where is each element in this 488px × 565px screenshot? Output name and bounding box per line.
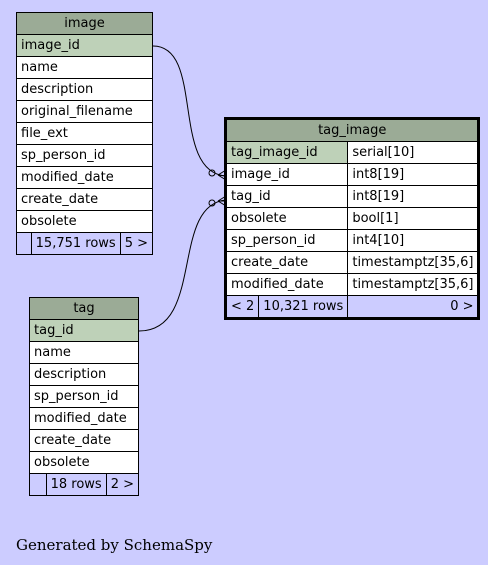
generated-by-note: Generated by SchemaSpy — [16, 536, 213, 554]
column-type: serial[10] — [347, 141, 479, 164]
column-name[interactable]: name — [29, 341, 139, 364]
column-row: create_date — [16, 188, 153, 211]
column-name[interactable]: sp_person_id — [225, 229, 349, 252]
column-name[interactable]: sp_person_id — [16, 144, 153, 167]
column-row: sp_person_id — [16, 144, 153, 167]
column-row: sp_person_id — [29, 385, 139, 408]
column-type: timestamptz[35,6] — [347, 251, 479, 274]
column-row: description — [29, 363, 139, 386]
edge-tag-to-tag-image-optional-marker — [208, 199, 216, 207]
column-name[interactable]: create_date — [225, 251, 349, 274]
column-name[interactable]: sp_person_id — [29, 385, 139, 408]
table-header-row: image — [16, 12, 153, 35]
column-row: obsolete — [16, 210, 153, 233]
column-name[interactable]: file_ext — [16, 122, 153, 145]
children-link[interactable]: 2 > — [105, 473, 140, 496]
column-row: name — [16, 56, 153, 79]
column-name[interactable]: modified_date — [225, 273, 349, 296]
column-type: timestamptz[35,6] — [347, 273, 479, 296]
column-type: int8[19] — [347, 185, 479, 208]
column-row: modified_date — [16, 166, 153, 189]
table-title[interactable]: tag — [29, 297, 139, 320]
column-name[interactable]: tag_id — [29, 319, 139, 342]
column-name[interactable]: description — [29, 363, 139, 386]
parents-link[interactable]: < 2 — [231, 299, 255, 314]
column-row: file_ext — [16, 122, 153, 145]
footer-divider — [258, 296, 260, 317]
column-row: tag_id — [29, 319, 139, 342]
column-row: original_filename — [16, 100, 153, 123]
row-count: 15,751 rows — [30, 232, 121, 255]
table-title[interactable]: image — [16, 12, 153, 35]
column-name[interactable]: obsolete — [29, 451, 139, 474]
column-name[interactable]: modified_date — [29, 407, 139, 430]
column-row: modified_date — [29, 407, 139, 430]
edge-image-to-tag-image-optional-marker — [208, 169, 216, 177]
column-name[interactable]: create_date — [16, 188, 153, 211]
column-name[interactable]: obsolete — [16, 210, 153, 233]
column-name[interactable]: original_filename — [16, 100, 153, 123]
parents-link — [29, 473, 47, 496]
footer-parents-and-rows: < 2 10,321 rows — [225, 295, 349, 318]
parents-link — [16, 232, 32, 255]
table-header-row: tag_image — [225, 119, 479, 142]
column-type: bool[1] — [347, 207, 479, 230]
column-row: name — [29, 341, 139, 364]
column-type: int8[19] — [347, 163, 479, 186]
children-link[interactable]: 0 > — [347, 295, 479, 318]
table-title[interactable]: tag_image — [225, 119, 479, 142]
column-name[interactable]: image_id — [16, 34, 153, 57]
column-row: obsolete — [29, 451, 139, 474]
column-name[interactable]: modified_date — [16, 166, 153, 189]
column-row: description — [16, 78, 153, 101]
table-header-row: tag — [29, 297, 139, 320]
column-name[interactable]: create_date — [29, 429, 139, 452]
row-count: 10,321 rows — [263, 299, 344, 314]
column-name[interactable]: name — [16, 56, 153, 79]
column-name[interactable]: tag_image_id — [225, 141, 349, 164]
column-name[interactable]: description — [16, 78, 153, 101]
column-name[interactable]: tag_id — [225, 185, 349, 208]
column-row: create_date — [29, 429, 139, 452]
children-link[interactable]: 5 > — [119, 232, 154, 255]
column-type: int4[10] — [347, 229, 479, 252]
column-row: image_id — [16, 34, 153, 57]
edge-image-to-tag-image — [152, 45, 227, 177]
row-count: 18 rows — [45, 473, 107, 496]
edge-tag-to-tag-image — [138, 199, 227, 332]
column-name[interactable]: image_id — [225, 163, 349, 186]
column-name[interactable]: obsolete — [225, 207, 349, 230]
